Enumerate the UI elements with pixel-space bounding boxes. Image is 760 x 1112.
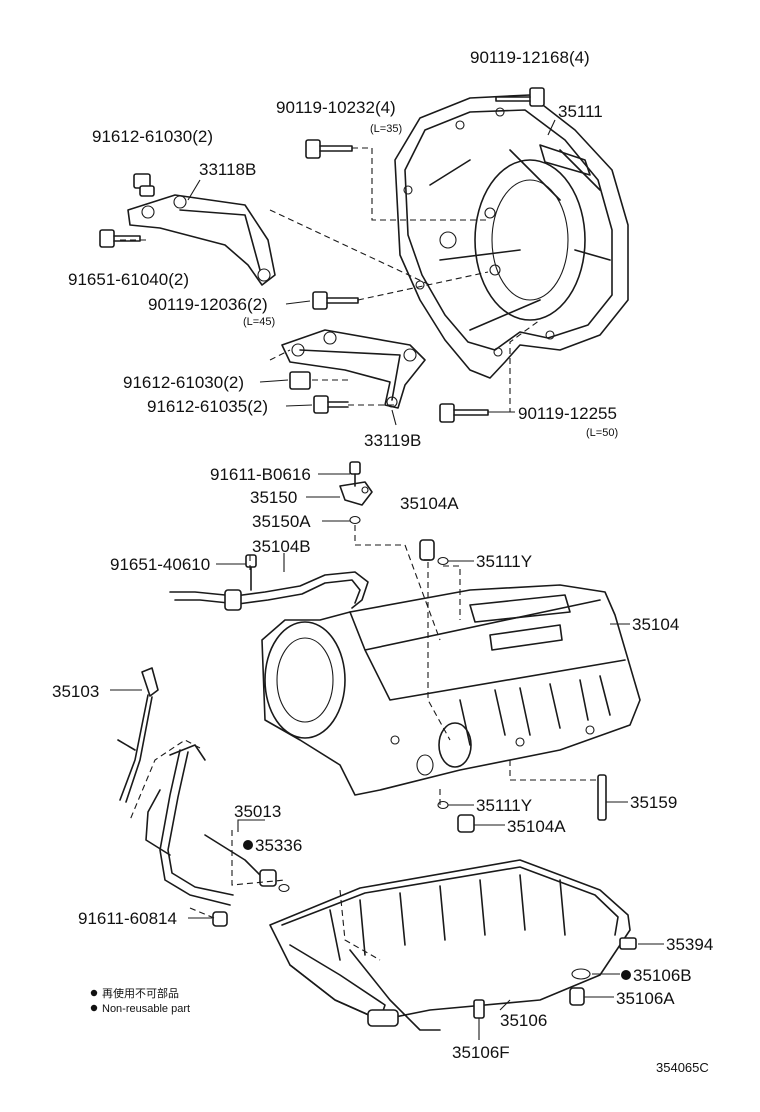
part-labels: 90119-12168(4) 35111 90119-10232(4) (L=3… <box>52 48 713 1062</box>
label-35111: 35111 <box>558 102 603 121</box>
label-35103: 35103 <box>52 682 99 701</box>
leader-line <box>285 404 313 407</box>
bracket-33118B <box>127 194 276 286</box>
non-reusable-marker <box>243 840 253 850</box>
legend-bullet-icon <box>90 989 98 997</box>
label-91611-60814: 91611-60814 <box>78 909 177 928</box>
oil-cooler-tube-35104B <box>169 571 369 611</box>
gasket-35106B <box>571 968 591 980</box>
oil-filler-tube-35013 <box>145 744 277 906</box>
guide-line <box>443 565 461 620</box>
label-91611-B0616: 91611-B0616 <box>210 465 311 484</box>
bolt-91612-61035 <box>313 395 349 414</box>
label-35106F: 35106F <box>452 1043 510 1062</box>
oil-level-gauge-35103 <box>117 667 159 803</box>
bolt-90119-12036 <box>312 291 359 310</box>
label-33118B: 33118B <box>199 160 256 179</box>
bolt-91611-60814 <box>212 911 228 927</box>
leader-line <box>547 119 556 136</box>
label-35394: 35394 <box>666 935 713 954</box>
label-90119-12168: 90119-12168(4) <box>470 48 590 67</box>
label-91651-61040: 91651-61040(2) <box>68 270 189 289</box>
guide-line <box>357 271 489 301</box>
label-90119-12036-length: (L=45) <box>243 316 275 328</box>
label-35104A-bot: 35104A <box>507 817 566 836</box>
non-reusable-marker <box>621 970 631 980</box>
bracket-35150 <box>339 481 373 506</box>
label-35336: 35336 <box>255 836 302 855</box>
plug-35104A-top <box>419 539 435 561</box>
label-35111Y-bot: 35111Y <box>476 796 532 815</box>
guide-line <box>231 830 286 886</box>
leader-line <box>285 300 311 305</box>
label-35159: 35159 <box>630 793 677 812</box>
nut-91612-61030-mid <box>289 371 311 390</box>
legend-english: Non-reusable part <box>102 1003 190 1015</box>
label-35013: 35013 <box>234 802 281 821</box>
o-ring-35150A <box>349 515 361 525</box>
label-90119-12036: 90119-12036(2) <box>148 295 268 314</box>
transmission-case-housing-35111 <box>394 94 629 379</box>
label-33119B: 33119B <box>364 431 421 450</box>
label-90119-10232: 90119-10232(4) <box>276 98 396 117</box>
label-35111Y-top: 35111Y <box>476 552 532 571</box>
drain-plug-35106A <box>569 987 585 1006</box>
label-35104A-top: 35104A <box>400 494 459 513</box>
bolt-90119-12255 <box>439 403 489 423</box>
label-35106B: 35106B <box>633 966 692 985</box>
label-35106A: 35106A <box>616 989 675 1008</box>
guide-line <box>509 760 600 781</box>
bolt-91651-40610 <box>245 554 257 591</box>
label-35150: 35150 <box>250 488 297 507</box>
label-90119-12255-length: (L=50) <box>586 427 618 439</box>
o-ring-35111Y-top <box>437 556 449 566</box>
o-ring-35336 <box>278 883 290 893</box>
label-35150A: 35150A <box>252 512 311 531</box>
label-91612-61030-top: 91612-61030(2) <box>92 127 213 146</box>
legend-bullet-icon <box>90 1004 98 1012</box>
drain-plug-35106F <box>473 999 485 1019</box>
guide-line <box>269 209 431 286</box>
transmission-assembly-35104 <box>261 584 641 796</box>
guide-line <box>129 739 201 821</box>
guide-line <box>427 562 451 741</box>
bolt-90119-10232 <box>305 139 353 159</box>
leader-line <box>391 409 397 426</box>
plug-35104A-bot <box>457 814 475 833</box>
guide-line <box>352 147 490 221</box>
label-90119-10232-length: (L=35) <box>370 123 402 135</box>
pin-35159 <box>597 774 607 821</box>
pad-35394 <box>619 937 637 950</box>
legend-japanese: 再使用不可部品 <box>102 986 179 1000</box>
guide-line <box>189 907 215 919</box>
oil-pan-35106 <box>269 859 631 1031</box>
label-91612-61035: 91612-61035(2) <box>147 397 268 416</box>
bolt-90119-12168 <box>495 87 545 107</box>
label-35106: 35106 <box>500 1011 547 1030</box>
guide-line <box>339 889 381 961</box>
legend: 再使用不可部品 Non-reusable part <box>90 986 190 1015</box>
leader-line <box>259 379 289 383</box>
bracket-33119B <box>281 329 426 409</box>
guide-line <box>354 525 441 641</box>
bolt-91651-61040 <box>99 229 141 248</box>
leader-line <box>499 999 511 1011</box>
label-35104B: 35104B <box>252 537 311 556</box>
label-90119-12255: 90119-12255 <box>518 404 617 423</box>
leader-line <box>237 819 265 832</box>
label-91612-61030-mid: 91612-61030(2) <box>123 373 244 392</box>
nut-91612-61030-top <box>133 173 155 197</box>
label-35104: 35104 <box>632 615 679 634</box>
label-91651-40610: 91651-40610 <box>110 555 210 574</box>
figure-code: 354065C <box>656 1060 709 1075</box>
leader-line <box>187 179 201 201</box>
guide-line <box>269 349 291 361</box>
